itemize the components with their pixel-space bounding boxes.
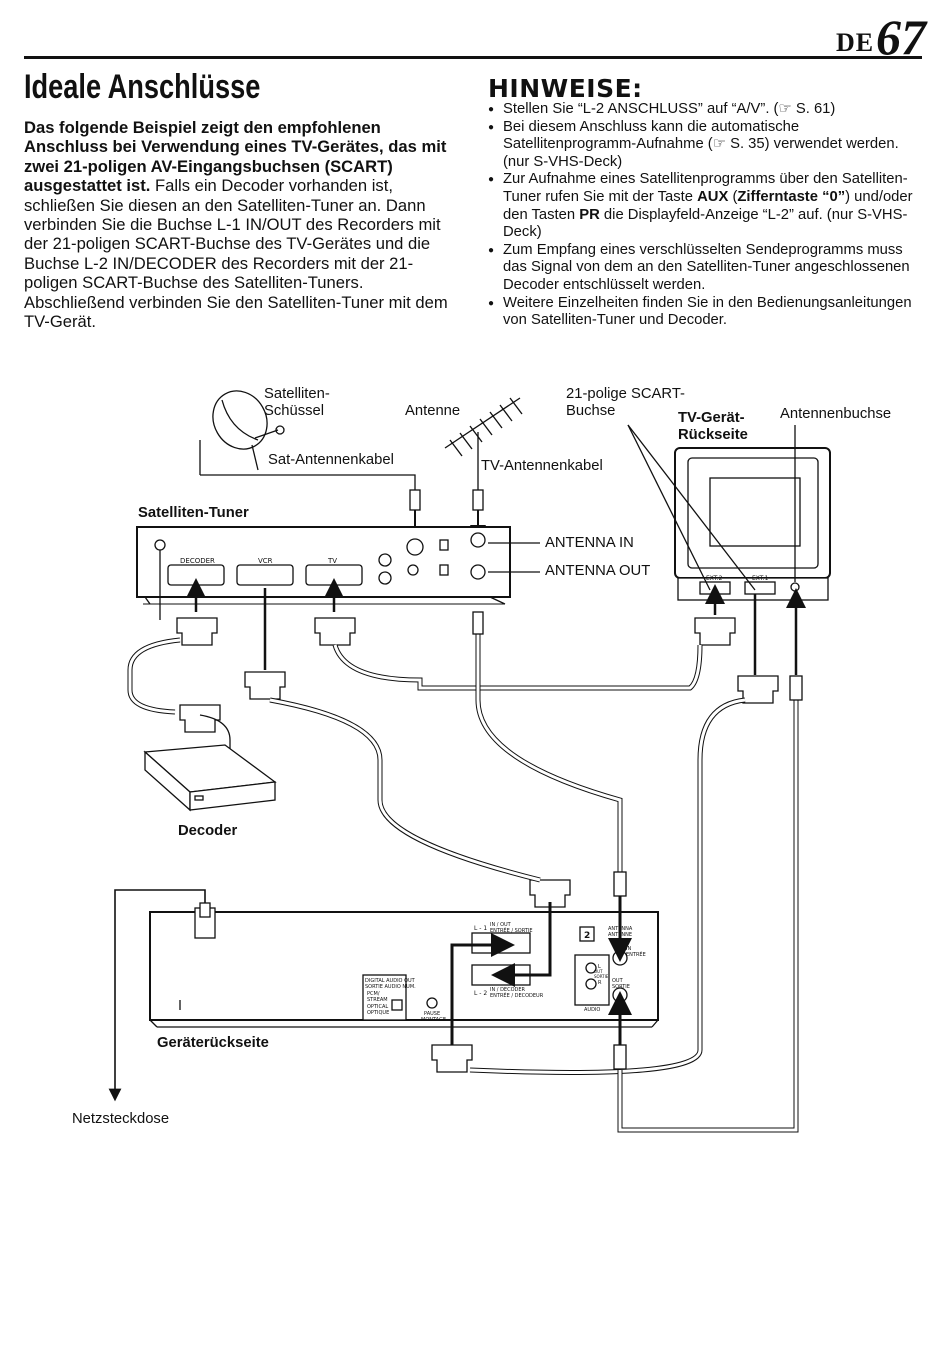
tuner-vcr-label: VCR xyxy=(258,557,273,565)
antenna-out-label: ANTENNA OUT xyxy=(545,563,651,579)
svg-text:MONTAGE: MONTAGE xyxy=(421,1017,446,1023)
note-item: Stellen Sie “L-2 ANSCHLUSS” auf “A/V”. (… xyxy=(488,101,920,119)
svg-text:IN / DECODER: IN / DECODER xyxy=(490,987,526,993)
svg-text:IN / OUT: IN / OUT xyxy=(490,922,512,928)
scart-label-1: 21-polige SCART- xyxy=(566,386,685,402)
svg-text:SORTIE: SORTIE xyxy=(612,984,630,990)
svg-text:IN: IN xyxy=(626,946,631,952)
tv-back-label-1: TV-Gerät- xyxy=(678,410,745,426)
svg-text:ANTENNA: ANTENNA xyxy=(608,926,633,932)
tv-back-label-2: Rückseite xyxy=(678,427,748,443)
svg-text:ANTENNE: ANTENNE xyxy=(608,932,632,938)
note-item: Weitere Einzelheiten finden Sie in den B… xyxy=(488,295,920,330)
svg-text:L: L xyxy=(598,964,601,970)
sat-cable-label: Sat-Antennenkabel xyxy=(268,452,394,468)
svg-text:ENTRÉE / SORTIE: ENTRÉE / SORTIE xyxy=(490,926,533,934)
svg-text:AUDIO: AUDIO xyxy=(584,1007,600,1013)
notes-heading: HINWEISE: xyxy=(488,74,643,103)
dish-label-2: Schüssel xyxy=(264,403,325,419)
svg-text:SORTIE AUDIO NUM.: SORTIE AUDIO NUM. xyxy=(365,984,416,990)
tv-ext1-label: EXT.1 xyxy=(752,575,769,582)
svg-text:OPTIQUE: OPTIQUE xyxy=(367,1010,389,1016)
svg-text:OPTICAL: OPTICAL xyxy=(367,1004,388,1010)
antenna-in-label: ANTENNA IN xyxy=(545,535,634,551)
tuner-decoder-label: DECODER xyxy=(180,557,215,565)
decoder-label: Decoder xyxy=(178,823,238,839)
svg-text:OUT: OUT xyxy=(612,978,624,984)
notes-list: Stellen Sie “L-2 ANSCHLUSS” auf “A/V”. (… xyxy=(488,101,920,330)
rear-label: Geräterückseite xyxy=(157,1035,269,1051)
svg-text:ENTRÉE / DECODEUR: ENTRÉE / DECODEUR xyxy=(490,991,544,999)
svg-text:STREAM: STREAM xyxy=(367,997,388,1003)
page-title: Ideale Anschlüsse xyxy=(24,68,261,106)
svg-text:R: R xyxy=(598,980,602,986)
svg-text:PCM/: PCM/ xyxy=(367,991,380,997)
note-item: Bei diesem Anschluss kann die automatisc… xyxy=(488,119,920,172)
note-item: Zum Empfang eines verschlüsselten Sendep… xyxy=(488,242,920,295)
pointing-hand-icon: ☞ xyxy=(712,136,726,153)
vcr-badge: 2 xyxy=(584,931,590,941)
page-number: 67 xyxy=(876,9,926,65)
svg-text:ENTRÉE: ENTRÉE xyxy=(626,950,646,958)
outlet-label: Netzsteckdose xyxy=(72,1111,170,1127)
note-item: Zur Aufnahme eines Satellitenprogramms ü… xyxy=(488,171,920,241)
header-rule xyxy=(24,56,922,59)
intro-text: Das folgende Beispiel zeigt den empfohle… xyxy=(24,118,460,331)
scart-label-2: Buchse xyxy=(566,403,616,419)
vcr-rear-device xyxy=(149,902,659,1028)
satellite-dish-icon xyxy=(199,390,416,490)
tv-cable-label: TV-Antennenkabel xyxy=(481,458,603,474)
svg-text:SORTIE: SORTIE xyxy=(594,974,609,979)
decoder-device xyxy=(143,744,277,812)
pointing-hand-icon: ☞ xyxy=(778,101,792,117)
dish-label-1: Satelliten- xyxy=(264,386,330,402)
svg-text:OUT: OUT xyxy=(594,969,603,974)
antenna-label: Antenne xyxy=(405,403,461,419)
svg-text:DIGITAL AUDIO OUT: DIGITAL AUDIO OUT xyxy=(365,978,416,984)
tuner-tv-label: TV xyxy=(327,557,337,565)
intro-body: Falls ein Decoder vorhanden ist, schließ… xyxy=(24,176,448,332)
tv-ext2-label: EXT.2 xyxy=(706,575,723,582)
scart-plugs xyxy=(176,617,779,1073)
sat-tuner-label: Satelliten-Tuner xyxy=(138,505,249,521)
vcr-l1-tag: L - 1 xyxy=(474,925,487,932)
page-language: DE xyxy=(836,28,875,57)
vcr-l2-tag: L - 2 xyxy=(474,990,487,997)
antenna-icon xyxy=(444,397,523,490)
tv-set-device xyxy=(627,424,831,601)
svg-text:PAUSE: PAUSE xyxy=(424,1011,440,1017)
satellite-tuner-device xyxy=(136,526,540,620)
intro-lead: Das folgende Beispiel zeigt den empfohle… xyxy=(24,118,447,196)
antenna-socket-label: Antennenbuchse xyxy=(780,406,892,422)
